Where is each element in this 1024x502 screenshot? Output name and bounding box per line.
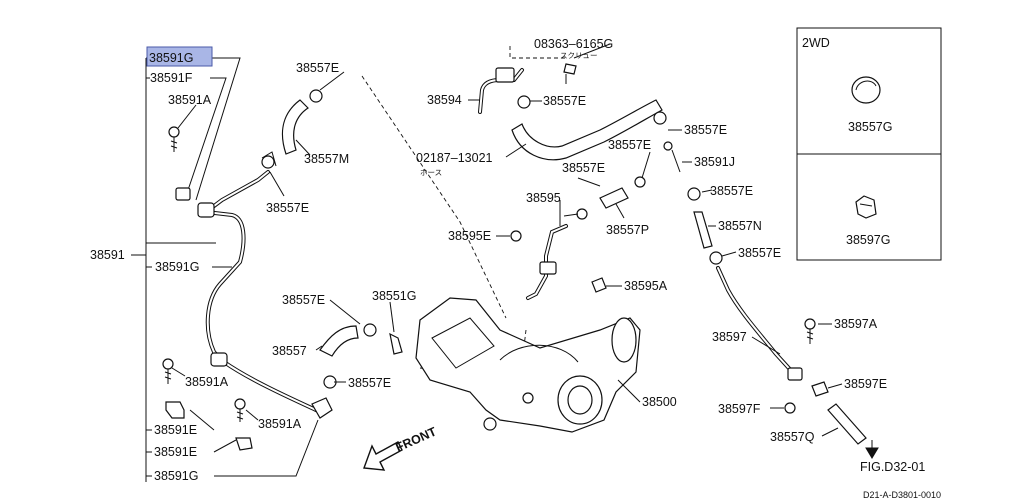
label-38557e-i[interactable]: 38557E [710, 184, 753, 198]
label-38557e-b[interactable]: 38557E [266, 201, 309, 215]
label-38557e-d[interactable]: 38557E [348, 376, 391, 390]
label-38591f[interactable]: 38591F [150, 71, 193, 85]
label-38551g[interactable]: 38551G [372, 289, 416, 303]
label-38557[interactable]: 38557 [272, 344, 307, 358]
pipe-38597 [716, 266, 879, 459]
label-08363-sub: スクリュー [560, 51, 598, 60]
label-inset-38557g[interactable]: 38557G [848, 120, 892, 134]
pipe-38594 [478, 63, 577, 114]
label-02187-13021[interactable]: 02187–13021 [416, 151, 493, 165]
label-38557e-f[interactable]: 38557E [562, 161, 605, 175]
label-38591a-low[interactable]: 38591A [258, 417, 302, 431]
pipe-38595 [510, 200, 607, 300]
label-38500[interactable]: 38500 [642, 395, 677, 409]
hose-02187-13021 [511, 99, 667, 161]
label-fig-d32-01[interactable]: FIG.D32-01 [860, 460, 925, 474]
hose-38557p [599, 141, 681, 209]
inset-2wd-box [796, 27, 942, 261]
label-38557n[interactable]: 38557N [718, 219, 762, 233]
label-38557m[interactable]: 38557M [304, 152, 349, 166]
label-38557e-e[interactable]: 38557E [543, 94, 586, 108]
label-38591g-mid[interactable]: 38591G [155, 260, 199, 274]
label-38591e-2[interactable]: 38591E [154, 445, 197, 459]
label-38591[interactable]: 38591 [90, 248, 125, 262]
label-08363-6165g[interactable]: 08363–6165G [534, 37, 613, 51]
highlighted-part-box [146, 46, 213, 67]
label-38591a-mid[interactable]: 38591A [185, 375, 229, 389]
hose-38557m [261, 89, 323, 169]
label-38557e-a[interactable]: 38557E [296, 61, 339, 75]
label-38591a-top[interactable]: 38591A [168, 93, 212, 107]
front-arrow-icon [363, 441, 403, 471]
diagram-code: D21-A-D3801-0010 [863, 490, 941, 500]
label-38557q[interactable]: 38557Q [770, 430, 815, 444]
label-front: FRONT [394, 424, 439, 454]
center-leader-lines [269, 43, 737, 403]
label-38597a[interactable]: 38597A [834, 317, 878, 331]
label-38557e-g[interactable]: 38557E [608, 138, 651, 152]
label-38597e[interactable]: 38597E [844, 377, 887, 391]
label-38595[interactable]: 38595 [526, 191, 561, 205]
label-38591g-highlight[interactable]: 38591G [149, 51, 193, 65]
label-38557e-h[interactable]: 38557E [684, 123, 727, 137]
label-38591j[interactable]: 38591J [694, 155, 735, 169]
label-38597f[interactable]: 38597F [718, 402, 761, 416]
label-38595a[interactable]: 38595A [624, 279, 668, 293]
part-labels: 38591G 38591F 38591A 38591 38591G 38591A… [90, 36, 941, 500]
label-02187-sub: ホース [420, 168, 442, 177]
label-38597[interactable]: 38597 [712, 330, 747, 344]
label-38595e[interactable]: 38595E [448, 229, 491, 243]
label-38591g-bottom[interactable]: 38591G [154, 469, 198, 483]
hose-38557n [687, 187, 723, 265]
label-38594[interactable]: 38594 [427, 93, 462, 107]
right-leader-lines [751, 323, 843, 437]
differential-carrier-38500 [415, 297, 641, 433]
inset-title-2wd: 2WD [802, 36, 830, 50]
label-38591e-1[interactable]: 38591E [154, 423, 197, 437]
label-38557e-j[interactable]: 38557E [738, 246, 781, 260]
label-inset-38597g[interactable]: 38597G [846, 233, 890, 247]
left-leader-lines [131, 57, 319, 482]
label-38557p[interactable]: 38557P [606, 223, 649, 237]
hose-38557 [319, 323, 403, 389]
lower-left-fasteners [162, 358, 253, 451]
bolt-38591a-top [168, 126, 191, 201]
breather-pipe-left [197, 170, 333, 419]
label-38557e-c[interactable]: 38557E [282, 293, 325, 307]
